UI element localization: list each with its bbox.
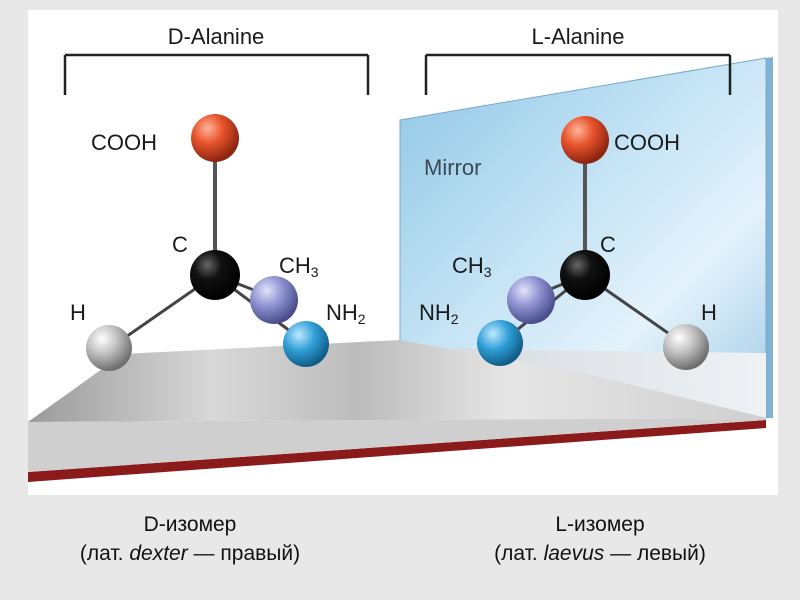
methyl-atom xyxy=(250,276,298,324)
floor-front-edge xyxy=(28,420,766,482)
carbon-label: C xyxy=(600,232,616,257)
d-isomer-title: D-изомер xyxy=(143,513,237,536)
carboxyl-label: COOH xyxy=(91,130,157,155)
latin-word: laevus xyxy=(543,542,605,565)
left-title: D-Alanine xyxy=(168,24,265,49)
amino-sub: 2 xyxy=(358,311,366,327)
amino-atom xyxy=(477,320,523,366)
amino-main: NH xyxy=(419,300,451,325)
l-isomer-caption: L-изомер (лат. laevus — левый) xyxy=(440,510,760,568)
hydrogen-atom xyxy=(663,324,709,370)
left-bracket xyxy=(63,53,370,95)
hydrogen-atom xyxy=(86,325,132,371)
carboxyl-label: COOH xyxy=(614,130,680,155)
etymology-prefix: (лат. xyxy=(494,542,544,565)
mirror-edge xyxy=(766,57,773,418)
etymology-suffix: — правый) xyxy=(187,542,301,565)
amino-sub: 2 xyxy=(451,311,459,327)
etymology-prefix: (лат. xyxy=(79,542,130,565)
hydrogen-label: H xyxy=(701,300,717,325)
methyl-main: CH xyxy=(279,253,311,278)
amino-main: NH xyxy=(326,300,358,325)
floor xyxy=(28,340,766,482)
d-isomer-etymology: (лат. dexter — правый) xyxy=(30,539,350,568)
floor-surface xyxy=(28,340,766,422)
latin-word: dexter xyxy=(129,542,188,565)
right-title: L-Alanine xyxy=(532,24,625,49)
methyl-label: CH3 xyxy=(452,253,492,280)
oxygen-atom xyxy=(561,116,609,164)
l-isomer-etymology: (лат. laevus — левый) xyxy=(440,539,760,568)
hydrogen-label: H xyxy=(70,300,86,325)
methyl-label: CH3 xyxy=(279,253,319,280)
mirror-label: Mirror xyxy=(424,155,481,180)
carbon-label: C xyxy=(172,232,188,257)
amino-atom xyxy=(283,321,329,367)
l-isomer-title: L-изомер xyxy=(555,513,645,536)
carbon-atom xyxy=(190,250,240,300)
floor-front-face xyxy=(28,418,766,472)
methyl-sub: 3 xyxy=(311,264,319,280)
amino-label: NH2 xyxy=(419,300,459,327)
l-alanine-molecule: COOH C CH3 NH2 H xyxy=(419,116,717,370)
enantiomer-diagram: D-Alanine L-Alanine Mirror COOH C CH3 NH… xyxy=(28,10,778,495)
right-bracket xyxy=(424,53,732,95)
methyl-sub: 3 xyxy=(484,264,492,280)
carbon-atom xyxy=(560,250,610,300)
amino-label: NH2 xyxy=(326,300,366,327)
methyl-main: CH xyxy=(452,253,484,278)
d-alanine-molecule: COOH C CH3 NH2 H xyxy=(70,114,366,371)
etymology-suffix: — левый) xyxy=(604,542,706,565)
d-isomer-caption: D-изомер (лат. dexter — правый) xyxy=(30,510,350,568)
oxygen-atom xyxy=(191,114,239,162)
methyl-atom xyxy=(507,276,555,324)
